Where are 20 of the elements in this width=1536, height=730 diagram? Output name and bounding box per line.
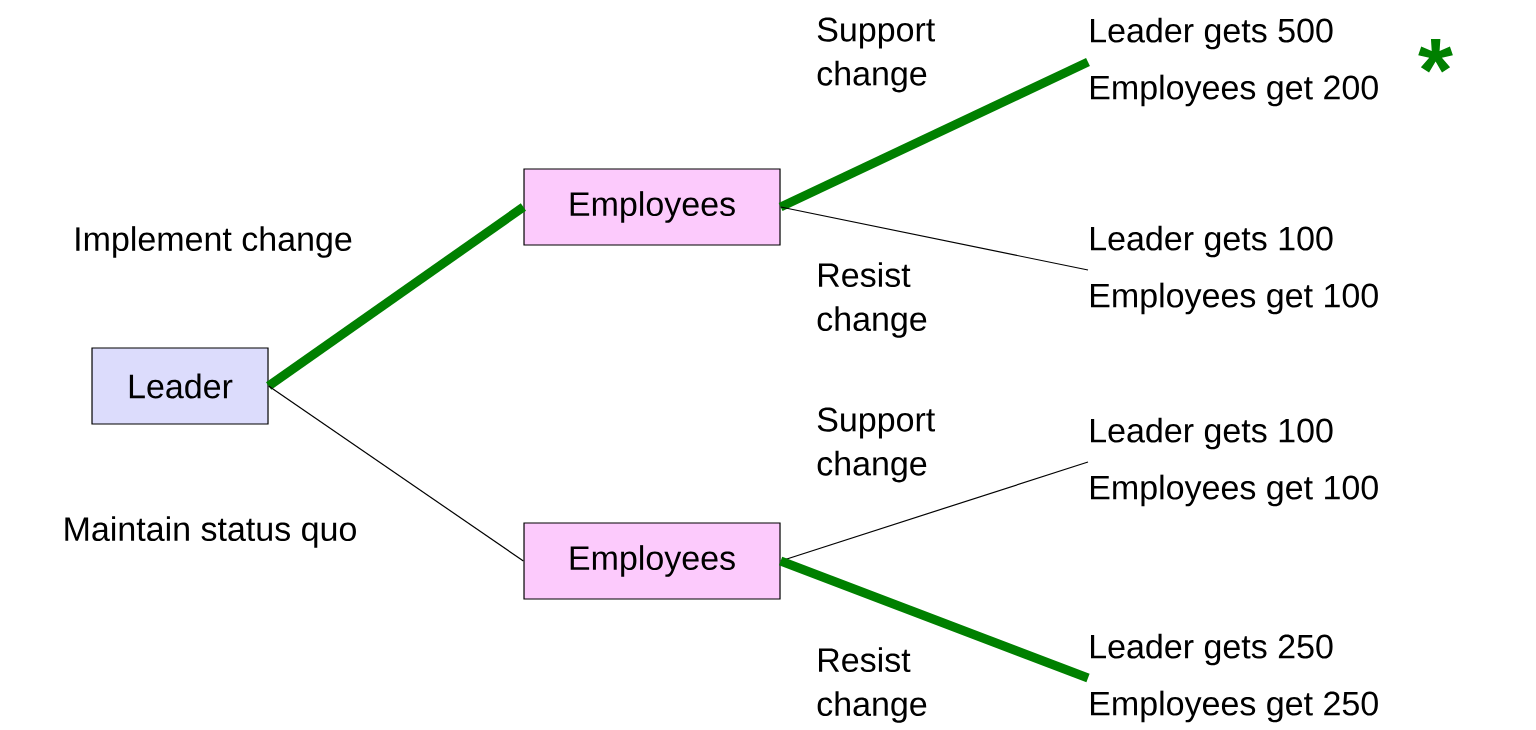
branch-line [266,203,526,390]
edge-label: Maintain status quo [65,516,356,548]
edge-label: Support change [817,407,935,483]
branch-line [780,206,1089,271]
branch-line [779,556,1090,683]
payoff-text: Leader gets 100 Employees get 100 [1091,417,1378,507]
branch-line [778,57,1090,212]
player-box: Leader [91,347,269,425]
branch-line [268,385,524,562]
payoff-text: Leader gets 500 Employees get 200 [1091,17,1378,107]
player-box: Employees [523,168,781,246]
edge-label: Resist change [817,262,927,338]
edge-label: Implement change [76,226,352,258]
branch-line [780,461,1089,562]
edge-label: Resist change [817,647,927,723]
player-box: Employees [523,522,781,600]
asterisk-mark: * [1418,39,1453,73]
payoff-text: Leader gets 100 Employees get 100 [1091,225,1378,315]
edge-label: Support change [817,17,935,93]
payoff-text: Leader gets 250 Employees get 250 [1091,633,1378,723]
